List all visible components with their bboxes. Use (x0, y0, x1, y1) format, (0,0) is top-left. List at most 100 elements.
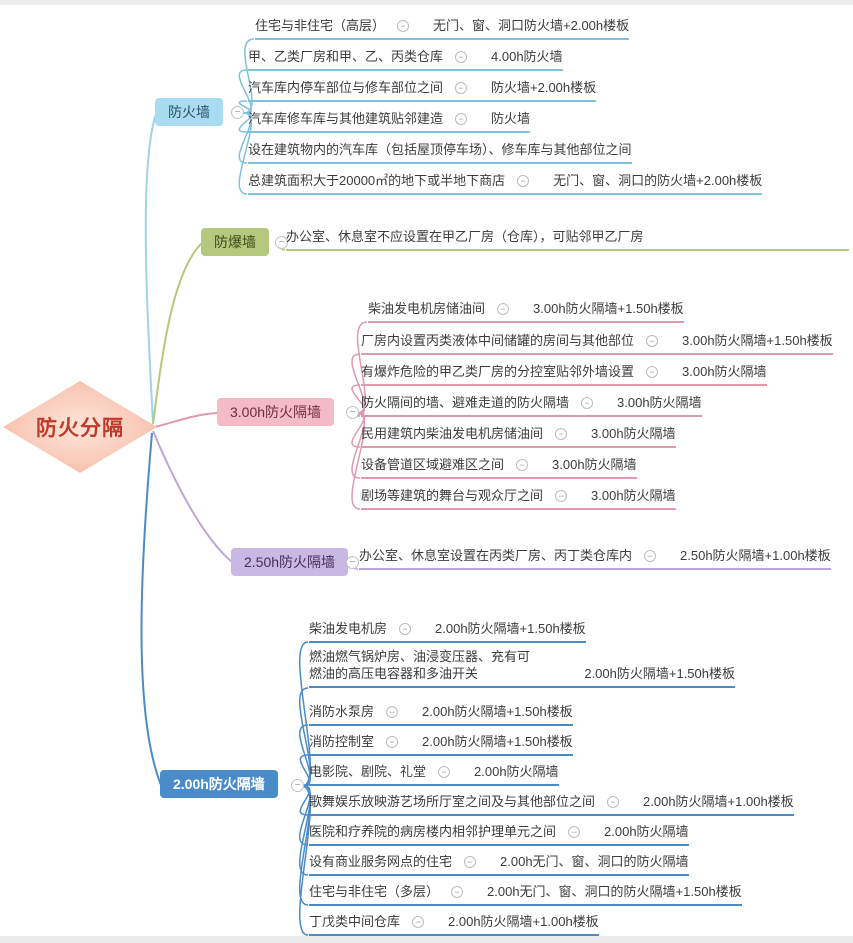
leaf-label: 办公室、休息室设置在丙类厂房、丙丁类仓库内 (359, 548, 633, 563)
collapse-icon[interactable]: − (568, 825, 581, 838)
branch-node-2-5h-fire-partition[interactable]: 2.50h防火隔墙 (231, 548, 349, 576)
leaf-node[interactable]: 剧场等建筑的舞台与观众厅之间 − 3.00h防火隔墙 (361, 487, 676, 510)
branch-node-explosion-proof-wall[interactable]: 防爆墙 (201, 228, 269, 256)
leaf-label: 医院和疗养院的病房楼内相邻护理单元之间 (309, 824, 557, 839)
leaf-node[interactable]: 设备管道区域避难区之间 − 3.00h防火隔墙 (361, 456, 637, 479)
leaf-label: 汽车库内停车部位与修车部位之间 (248, 80, 444, 95)
leaf-value: 无门、窗、洞口防火墙+2.00h楼板 (433, 18, 630, 33)
branch-node-2h-fire-partition[interactable]: 2.00h防火隔墙 (160, 770, 278, 798)
leaf-label: 总建筑面积大于20000㎡的地下或半地下商店 (248, 173, 506, 188)
leaf-label: 柴油发电机房 (309, 621, 388, 636)
collapse-icon[interactable]: − (455, 112, 468, 125)
collapse-icon[interactable]: − (346, 556, 359, 569)
collapse-icon[interactable]: − (386, 705, 399, 718)
leaf-node[interactable]: 办公室、休息室不应设置在甲乙厂房（仓库），可贴邻甲乙厂房 (286, 228, 849, 251)
collapse-icon[interactable]: − (464, 855, 477, 868)
collapse-icon[interactable]: − (607, 795, 620, 808)
leaf-label: 电影院、剧院、礼堂 (309, 764, 427, 779)
collapse-icon[interactable]: − (516, 458, 529, 471)
collapse-icon[interactable]: − (644, 549, 657, 562)
leaf-value: 3.00h防火隔墙+1.50h楼板 (533, 301, 684, 316)
collapse-icon[interactable]: − (455, 81, 468, 94)
connector-path (154, 412, 219, 428)
leaf-value: 3.00h防火隔墙 (682, 364, 767, 379)
leaf-node[interactable]: 丁戊类中间仓库 − 2.00h防火隔墙+1.00h楼板 (309, 913, 599, 936)
leaf-label: 消防控制室 (309, 734, 375, 749)
leaf-label: 厂房内设置丙类液体中间储罐的房间与其他部位 (361, 333, 635, 348)
collapse-icon[interactable]: − (455, 50, 468, 63)
leaf-value: 3.00h防火隔墙 (552, 457, 637, 472)
collapse-icon[interactable]: − (399, 622, 412, 635)
leaf-value: 2.00h防火隔墙+1.00h楼板 (643, 794, 794, 809)
leaf-node[interactable]: 燃油燃气锅炉房、油浸变压器、充有可 燃油的高压电容器和多油开关 2.00h防火隔… (309, 648, 735, 688)
bottom-edge-strip (0, 936, 853, 943)
leaf-node[interactable]: 电影院、剧院、礼堂 − 2.00h防火隔墙 (309, 763, 559, 786)
collapse-icon[interactable]: − (346, 406, 359, 419)
leaf-value: 2.00h防火隔墙+1.00h楼板 (448, 914, 599, 929)
leaf-node[interactable]: 有爆炸危险的甲乙类厂房的分控室贴邻外墙设置 − 3.00h防火隔墙 (361, 363, 767, 386)
leaf-node[interactable]: 设有商业服务网点的住宅 − 2.00h无门、窗、洞口的防火隔墙 (309, 853, 689, 876)
leaf-node[interactable]: 办公室、休息室设置在丙类厂房、丙丁类仓库内 − 2.50h防火隔墙+1.00h楼… (359, 547, 831, 570)
branch-node-3h-fire-partition[interactable]: 3.00h防火隔墙 (217, 398, 335, 426)
leaf-value: 3.00h防火隔墙 (591, 426, 676, 441)
leaf-node[interactable]: 甲、乙类厂房和甲、乙、丙类仓库 − 4.00h防火墙 (248, 48, 563, 71)
leaf-label: 防火隔间的墙、避难走道的防火隔墙 (361, 395, 570, 410)
leaf-node[interactable]: 消防控制室 − 2.00h防火隔墙+1.50h楼板 (309, 733, 573, 756)
collapse-icon[interactable]: − (581, 396, 594, 409)
collapse-icon[interactable]: − (517, 174, 530, 187)
leaf-label: 办公室、休息室不应设置在甲乙厂房（仓库），可贴邻甲乙厂房 (286, 229, 644, 244)
collapse-icon[interactable]: − (451, 885, 464, 898)
leaf-node[interactable]: 总建筑面积大于20000㎡的地下或半地下商店 − 无门、窗、洞口的防火墙+2.0… (248, 172, 763, 195)
leaf-label: 设有商业服务网点的住宅 (309, 854, 453, 869)
connector-path (144, 113, 157, 424)
collapse-icon[interactable]: − (555, 489, 568, 502)
leaf-value: 3.00h防火隔墙+1.50h楼板 (682, 333, 833, 348)
branch-node-firewall[interactable]: 防火墙 (155, 98, 223, 126)
root-node[interactable]: 防火分隔 (3, 381, 157, 473)
leaf-label: 住宅与非住宅（高层） (255, 18, 386, 33)
leaf-value: 4.00h防火墙 (491, 49, 563, 64)
leaf-node[interactable]: 医院和疗养院的病房楼内相邻护理单元之间 − 2.00h防火隔墙 (309, 823, 689, 846)
leaf-label: 汽车库修车库与其他建筑贴邻建造 (248, 111, 444, 126)
leaf-label: 民用建筑内柴油发电机房储油间 (361, 426, 544, 441)
leaf-node[interactable]: 厂房内设置丙类液体中间储罐的房间与其他部位 − 3.00h防火隔墙+1.50h楼… (361, 332, 833, 355)
leaf-node[interactable]: 柴油发电机房 − 2.00h防火隔墙+1.50h楼板 (309, 620, 586, 643)
leaf-value: 2.00h无门、窗、洞口的防火隔墙 (500, 854, 689, 869)
collapse-icon[interactable]: − (438, 765, 451, 778)
collapse-icon[interactable]: − (291, 779, 304, 792)
connector-path (152, 430, 233, 563)
leaf-value: 无门、窗、洞口的防火墙+2.00h楼板 (553, 173, 763, 188)
collapse-icon[interactable]: − (497, 302, 510, 315)
leaf-value: 2.50h防火隔墙+1.00h楼板 (680, 548, 831, 563)
top-edge-strip (0, 0, 853, 5)
leaf-node[interactable]: 汽车库内停车部位与修车部位之间 − 防火墙+2.00h楼板 (248, 79, 597, 102)
leaf-node[interactable]: 住宅与非住宅（多层） − 2.00h无门、窗、洞口的防火隔墙+1.50h楼板 (309, 883, 742, 906)
leaf-value: 2.00h防火隔墙+1.50h楼板 (422, 704, 573, 719)
leaf-label: 剧场等建筑的舞台与观众厅之间 (361, 488, 544, 503)
collapse-icon[interactable]: − (646, 365, 659, 378)
collapse-icon[interactable]: − (397, 19, 410, 32)
leaf-node[interactable]: 汽车库修车库与其他建筑贴邻建造 − 防火墙 (248, 110, 531, 133)
collapse-icon[interactable]: − (386, 735, 399, 748)
collapse-icon[interactable]: − (275, 236, 288, 249)
collapse-icon[interactable]: − (412, 915, 425, 928)
leaf-value: 2.00h防火隔墙 (474, 764, 559, 779)
leaf-node[interactable]: 歌舞娱乐放映游艺场所厅室之间及与其他部位之间 − 2.00h防火隔墙+1.00h… (309, 793, 794, 816)
leaf-node[interactable]: 民用建筑内柴油发电机房储油间 − 3.00h防火隔墙 (361, 425, 676, 448)
root-label: 防火分隔 (36, 417, 124, 440)
leaf-node[interactable]: 防火隔间的墙、避难走道的防火隔墙 − 3.00h防火隔墙 (361, 394, 702, 417)
leaf-label: 甲、乙类厂房和甲、乙、丙类仓库 (248, 49, 444, 64)
leaf-node[interactable]: 柴油发电机房储油间 − 3.00h防火隔墙+1.50h楼板 (368, 300, 684, 323)
leaf-label-line2: 燃油的高压电容器和多油开关 (309, 666, 479, 681)
collapse-icon[interactable]: − (231, 106, 244, 119)
leaf-label: 柴油发电机房储油间 (368, 301, 486, 316)
leaf-node[interactable]: 住宅与非住宅（高层） − 无门、窗、洞口防火墙+2.00h楼板 (255, 17, 630, 40)
leaf-node[interactable]: 消防水泵房 − 2.00h防火隔墙+1.50h楼板 (309, 703, 573, 726)
leaf-node[interactable]: 设在建筑物内的汽车库（包括屋顶停车场）、修车库与其他部位之间 (248, 141, 632, 164)
collapse-icon[interactable]: − (646, 334, 659, 347)
leaf-value: 防火墙 (491, 111, 531, 126)
leaf-label: 设在建筑物内的汽车库（包括屋顶停车场）、修车库与其他部位之间 (248, 142, 632, 157)
collapse-icon[interactable]: − (555, 427, 568, 440)
leaf-label: 有爆炸危险的甲乙类厂房的分控室贴邻外墙设置 (361, 364, 635, 379)
